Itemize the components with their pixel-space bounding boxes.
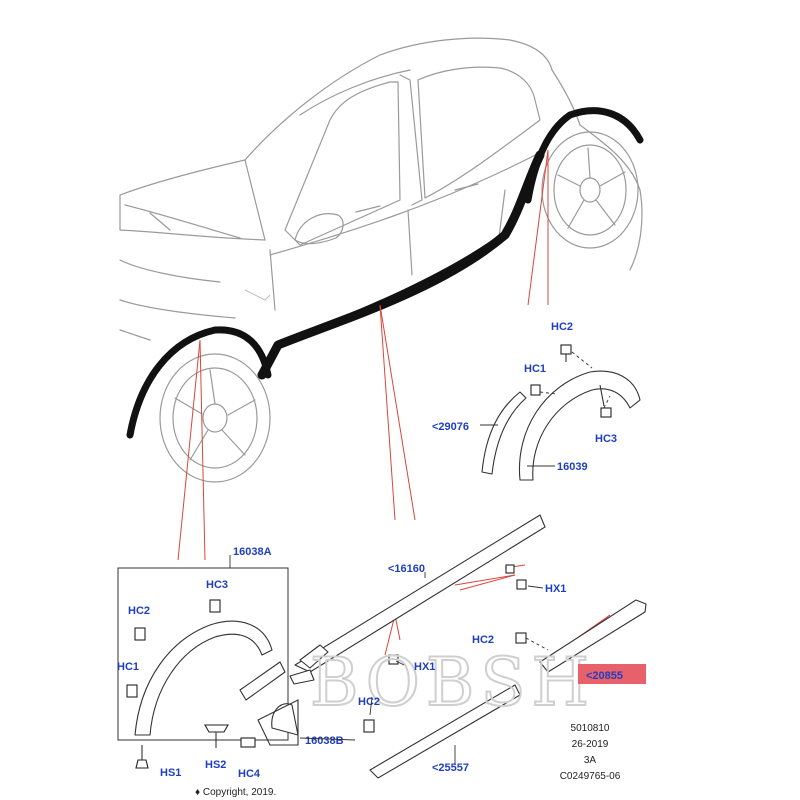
clip-hc2-box bbox=[134, 627, 146, 641]
label-hs1: HS1 bbox=[160, 767, 181, 779]
clip-hc1-box bbox=[126, 684, 138, 698]
clip-hc2-bottom bbox=[363, 719, 375, 733]
label-hc2-mid: HC2 bbox=[472, 634, 494, 646]
part-box-16038a bbox=[117, 555, 299, 746]
highlight-box-20855 bbox=[578, 664, 646, 684]
arch-part-29076 bbox=[481, 391, 527, 475]
label-hc4: HC4 bbox=[238, 768, 261, 780]
clip-hc4 bbox=[240, 737, 256, 748]
label-hc1-top: HC1 bbox=[524, 363, 546, 375]
watermark-text: BOBSH bbox=[310, 644, 595, 721]
front-wheel bbox=[159, 353, 271, 483]
label-part-16038b: 16038B bbox=[305, 735, 344, 747]
drawing-ref-line3: 3A bbox=[584, 755, 597, 766]
drawing-ref-line1: 5010810 bbox=[571, 723, 610, 734]
arch-part-16039 bbox=[518, 370, 641, 481]
vehicle-trim-highlight bbox=[126, 107, 644, 439]
clip-hc2-mid bbox=[515, 632, 549, 651]
label-hs2: HS2 bbox=[205, 759, 226, 771]
label-hc3-box: HC3 bbox=[206, 579, 228, 591]
drawing-ref-line2: 26-2019 bbox=[572, 739, 609, 750]
screw-hs1 bbox=[135, 745, 149, 769]
clip-hc1-top bbox=[530, 384, 557, 396]
clip-hc3-top bbox=[600, 395, 612, 418]
drawing-ref-line4: C0249765-06 bbox=[560, 771, 621, 782]
clip-hc3-box bbox=[209, 599, 221, 613]
clip-hx1-mid bbox=[388, 654, 399, 665]
label-part-25557: <25557 bbox=[432, 762, 469, 774]
label-part-29076: <29076 bbox=[432, 421, 469, 433]
label-part-20855: <20855 bbox=[586, 670, 623, 682]
trim-part-20855 bbox=[539, 599, 647, 673]
clip-hc2-top bbox=[560, 344, 593, 369]
label-part-16038a: 16038A bbox=[233, 546, 272, 558]
label-hc3-top: HC3 bbox=[595, 433, 617, 445]
trim-part-25557 bbox=[369, 684, 521, 779]
label-part-16160: <16160 bbox=[388, 563, 425, 575]
label-hx1-right: HX1 bbox=[545, 583, 566, 595]
car-outline bbox=[119, 37, 643, 341]
sill-part-16160 bbox=[289, 514, 546, 685]
label-hc1-box: HC1 bbox=[117, 661, 139, 673]
label-part-16039: 16039 bbox=[557, 461, 588, 473]
label-hc2-top: HC2 bbox=[551, 321, 573, 333]
screw-hs2 bbox=[204, 724, 229, 748]
label-hc2-box: HC2 bbox=[128, 605, 150, 617]
clips-hx1-right bbox=[505, 564, 527, 590]
copyright-text: ♦ Copyright, 2019. bbox=[195, 787, 276, 798]
rear-wheel bbox=[541, 131, 639, 249]
label-hx1-mid: HX1 bbox=[414, 661, 435, 673]
label-hc2-bottom: HC2 bbox=[358, 696, 380, 708]
